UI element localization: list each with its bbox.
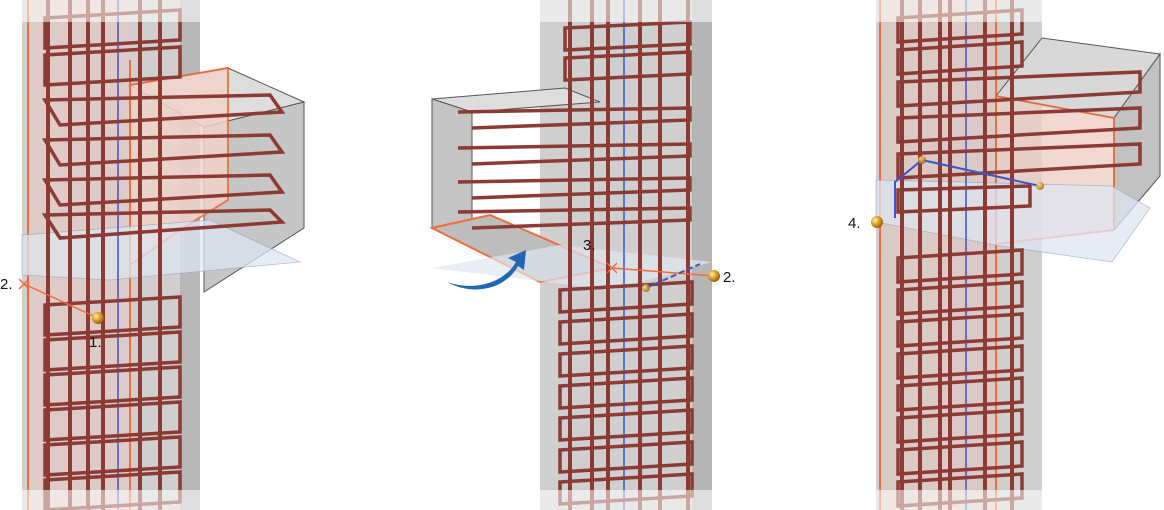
grip-sphere-icon[interactable] bbox=[918, 156, 926, 164]
axis-guide bbox=[894, 159, 1041, 218]
grip-sphere-icon[interactable] bbox=[1036, 182, 1044, 190]
measure-line bbox=[23, 283, 99, 319]
panel-1: 2. 1. bbox=[0, 0, 306, 510]
panel-3: 4. bbox=[848, 0, 1161, 510]
axis-guide bbox=[645, 263, 701, 289]
stirrups-corbel-1 bbox=[41, 93, 286, 240]
column-side-face bbox=[692, 0, 712, 510]
stirrups-corbel-2 bbox=[457, 106, 692, 230]
step-label-2: 2. bbox=[723, 269, 736, 286]
grip-sphere-icon[interactable] bbox=[642, 284, 650, 292]
grip-sphere-icon[interactable] bbox=[92, 312, 104, 324]
edge-fade-bottom bbox=[0, 490, 1164, 510]
stirrups-corbel-3 bbox=[896, 70, 1142, 214]
step-label-4: 4. bbox=[848, 215, 861, 232]
step-label-1: 1. bbox=[89, 334, 102, 351]
cross-marker-icon bbox=[606, 262, 618, 274]
step-label-2: 2. bbox=[0, 276, 13, 293]
edge-fade-top bbox=[0, 0, 1164, 22]
stirrups-column-1 bbox=[43, 8, 182, 510]
panel-2: 3. 2. bbox=[429, 0, 736, 510]
cross-marker-icon bbox=[18, 278, 30, 290]
corbel-front-face bbox=[431, 98, 473, 241]
vertical-rebars bbox=[568, 0, 690, 510]
measure-line bbox=[611, 267, 715, 277]
grip-sphere-icon[interactable] bbox=[708, 270, 720, 282]
curved-arrow-icon bbox=[447, 250, 526, 290]
vertical-rebars bbox=[46, 0, 162, 510]
step-label-3: 3. bbox=[583, 237, 596, 254]
grip-sphere-icon[interactable] bbox=[871, 216, 883, 228]
stirrups-column-3 bbox=[896, 8, 1024, 508]
